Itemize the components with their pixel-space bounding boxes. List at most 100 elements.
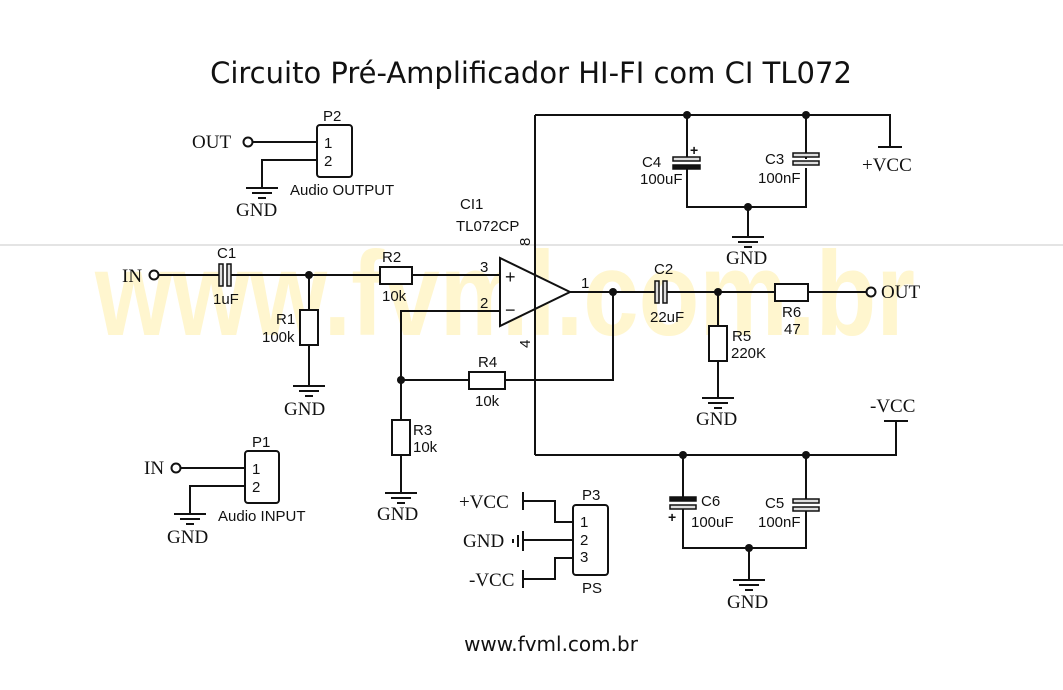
p3-gnd-wire [512, 531, 573, 551]
c6-c5-wires [682, 455, 807, 549]
r2-ref: R2 [382, 249, 401, 266]
c1-value: 1uF [213, 291, 239, 308]
ground-icon [246, 187, 278, 199]
c4-value: 100uF [640, 171, 683, 188]
net-label-gnd: GND [236, 200, 277, 221]
p3-pin1: 1 [580, 514, 588, 531]
page-title: Circuito Pré-Amplificador HI-FI com CI T… [210, 56, 852, 90]
c5-ref: C5 [765, 495, 784, 512]
capacitor-c3-plate [792, 160, 820, 166]
p1-ref: P1 [252, 434, 270, 451]
opamp-plus: + [505, 267, 516, 287]
net-label-gnd: GND [463, 531, 504, 552]
pin-4: 4 [517, 340, 534, 348]
p2-body [316, 124, 353, 178]
r3-value: 10k [413, 439, 438, 456]
ground-icon [702, 397, 734, 409]
p2-name: Audio OUTPUT [290, 182, 394, 199]
ground-icon [732, 236, 764, 248]
ground-icon [293, 385, 325, 397]
vcc-neg-rail [535, 421, 897, 456]
feedback-network: R4 10k R3 10k GND [377, 292, 614, 525]
r2-value: 10k [382, 288, 407, 305]
pin-1: 1 [581, 275, 589, 292]
ground-icon [385, 492, 417, 504]
c6-polarity: + [668, 509, 676, 525]
net-label-in: IN [144, 458, 164, 479]
terminal-in [170, 462, 182, 474]
r6-value: 47 [784, 321, 801, 338]
net-label-gnd: GND [377, 504, 418, 525]
input-section: IN C1 1uF R1 100k GND R2 10k [122, 245, 502, 420]
net-label-vcc-neg: -VCC [469, 570, 514, 591]
p3-ref: P3 [582, 487, 600, 504]
ic-part: TL072CP [456, 218, 519, 235]
net-label-gnd: GND [726, 248, 767, 269]
net-label-vcc-pos: +VCC [862, 155, 912, 176]
c6-value: 100uF [691, 514, 734, 531]
p3-vcc-pos-wire [522, 492, 573, 523]
connector-p2: OUT 1 2 P2 Audio OUTPUT GND [192, 108, 394, 221]
r3-ref: R3 [413, 422, 432, 439]
junction-dot [609, 288, 617, 296]
capacitor-c2 [654, 280, 668, 304]
c3-value: 100nF [758, 170, 801, 187]
capacitor-c5 [792, 498, 820, 504]
vcc-neg-decoupling: -VCC + C6 100uF C5 100nF GND [535, 396, 915, 613]
capacitor-c3 [792, 152, 820, 158]
pin-2: 2 [480, 295, 488, 312]
p2-ref: P2 [323, 108, 341, 125]
p1-pin1: 1 [252, 461, 260, 478]
capacitor-c6-plate-neg [669, 496, 697, 502]
p3-name: PS [582, 580, 602, 597]
c1-ref: C1 [217, 245, 236, 262]
resistor-r3 [391, 419, 411, 456]
terminal-out [242, 136, 254, 148]
ic-ref: CI1 [460, 196, 483, 213]
opamp-minus: − [505, 300, 516, 320]
c6-ref: C6 [701, 493, 720, 510]
net-label-in: IN [122, 266, 142, 287]
net-label-gnd: GND [284, 399, 325, 420]
net-label-out: OUT [192, 132, 231, 153]
p1-name: Audio INPUT [218, 508, 306, 525]
c5-value: 100nF [758, 514, 801, 531]
r4-ref: R4 [478, 354, 497, 371]
ground-icon [733, 579, 765, 591]
p3-pin2: 2 [580, 532, 588, 549]
p3-body [572, 504, 609, 576]
ground-icon [174, 513, 206, 525]
c3-ref: C3 [765, 151, 784, 168]
output-section: C2 22uF R5 220K GND R6 47 OUT [570, 261, 920, 430]
r6-ref: R6 [782, 304, 801, 321]
p2-pin2: 2 [324, 153, 332, 170]
terminal-out [865, 286, 877, 298]
c2-value: 22uF [650, 309, 684, 326]
net-label-gnd: GND [727, 592, 768, 613]
connector-p3: +VCC GND -VCC 1 2 3 P3 PS [459, 487, 609, 597]
p3-vcc-neg-wire [522, 557, 573, 588]
p1-pin2: 2 [252, 479, 260, 496]
net-label-vcc-neg: -VCC [870, 396, 915, 417]
capacitor-c1 [218, 263, 232, 287]
capacitor-c5-plate [792, 506, 820, 512]
net-label-gnd: GND [696, 409, 737, 430]
r5-value: 220K [731, 345, 766, 362]
pin-8: 8 [517, 238, 534, 246]
c2-ref: C2 [654, 261, 673, 278]
resistor-r1 [299, 309, 319, 346]
c4-c3-wires [686, 115, 807, 208]
r4-value: 10k [475, 393, 500, 410]
r4-wires [401, 292, 614, 381]
net-label-vcc-pos: +VCC [459, 492, 509, 513]
r1-value: 100k [262, 329, 295, 346]
r5-ref: R5 [732, 328, 751, 345]
capacitor-c4-plate-pos [672, 156, 701, 162]
r1-ref: R1 [276, 311, 295, 328]
vcc-pos-rail [535, 114, 891, 147]
net-label-out: OUT [881, 282, 920, 303]
p1-body [244, 450, 280, 504]
opamp-ci1: CI1 TL072CP + − 3 2 1 8 4 [456, 115, 589, 455]
resistor-r5 [708, 325, 728, 362]
